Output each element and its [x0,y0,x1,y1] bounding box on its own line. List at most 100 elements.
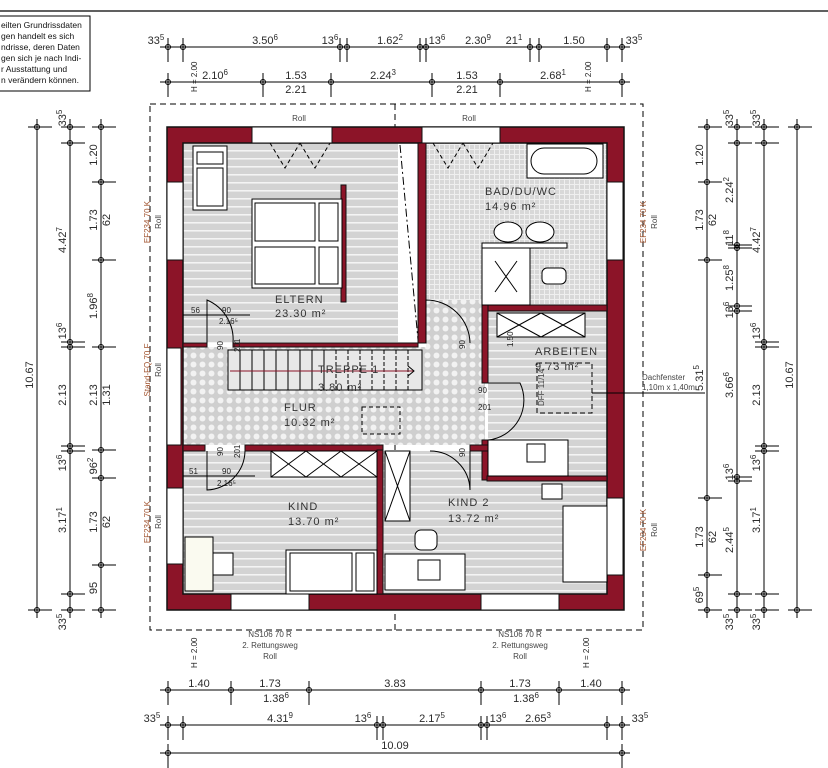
dimension-value: 2.65 [525,713,546,725]
dimension-label: 62 [101,214,113,226]
windows [166,126,624,611]
window-labels: Roll Roll EF234 70 K Roll Stand-FQ 70 F … [143,114,659,661]
dimension-label: 136 [490,711,507,725]
dimension-superscript: 7 [749,227,758,232]
dimension-value: 33 [57,114,69,126]
window-type-label: EF234 70 K [639,200,648,243]
dimension-value: 13 [751,327,763,339]
dimension-node [734,140,740,146]
dimension-superscript: 6 [284,691,289,700]
dimension-label: 1.50 [563,35,584,47]
dimension-node [67,591,73,597]
dimension-label: 695 [692,586,706,603]
dimension-label: 3.666 [722,372,736,398]
dimension-value: 1.73 [88,511,100,532]
height-marker: H = 2.00 [584,61,593,92]
window-type-label: NS106 70 R [498,630,542,639]
dimension-value: 1.38 [513,693,534,705]
dimension-superscript: 5 [722,613,731,618]
dimension-label: 10.67 [24,361,36,389]
dimension-label: 335 [749,613,763,630]
dimension-node [165,687,171,693]
dimension-node [556,687,562,693]
door-dimensions: 56 90 2.16⁵ 51 90 2.16⁵ 90 201 90 201 90… [183,306,515,488]
dimension-superscript: 5 [692,586,701,591]
dimension-label: 1.53 [285,70,306,82]
roof-outline [149,103,644,631]
window-bottom-right [480,593,560,611]
dimension-node [67,140,73,146]
dimension-node [734,124,740,130]
dimension-label: 335 [722,613,736,630]
dimension-value: 1.40 [188,678,209,690]
dimension-label: 95 [88,582,100,594]
dimension-node [704,179,710,185]
dimension-label: 4.427 [749,227,763,253]
dimension-label: 136 [749,454,763,471]
dimension-label: 2.106 [202,68,228,82]
disclaimer-line: ndrisse, deren Daten [1,42,80,52]
dimension-label: 1.386 [513,691,539,705]
dimension-label: 1.73 [88,209,100,230]
dimension-label: 118 [722,230,736,246]
dimension-value: 21 [506,35,518,47]
window-type-label: EF234 70 K [143,200,152,243]
dimension-node [484,722,490,728]
window-shade-label: Roll [154,363,163,377]
dimension-node [794,124,800,130]
dimension-node [67,124,73,130]
door-dim: 201 [478,403,492,412]
dimension-superscript: 1 [55,507,64,512]
dimension-superscript: 6 [722,301,731,306]
dimension-node [734,591,740,597]
dimension-node [734,245,740,251]
dimension-label: 1.386 [263,691,289,705]
dimension-superscript: 8 [86,293,95,298]
dimension-label: 3.171 [55,507,69,533]
dimension-label: 10.67 [784,361,796,389]
dimension-value: 95 [88,582,100,594]
dimension-value: 4.42 [751,232,763,253]
skylight [536,362,593,414]
room-labels: ELTERN 23.30 m² BAD/DU/WC 14.96 m² ARBEI… [275,186,597,528]
window-note-label: 2. Rettungsweg [492,641,548,650]
window-shade-label: Roll [650,215,659,229]
dimension-node [619,687,625,693]
dimension-label: 5.315 [692,365,706,391]
skylight-size: 1,10m x 1,40m [642,383,695,392]
dimension-value: 10.67 [784,361,796,389]
stair-void [398,143,418,343]
dimension-node [734,478,740,484]
dimension-label: 3.171 [749,507,763,533]
dimension-value: 10.09 [381,740,409,752]
dimension-value: 1.73 [88,209,100,230]
dimension-node [478,722,484,728]
dimension-superscript: 5 [692,365,701,370]
dimension-value: 62 [707,214,719,226]
dimension-value: 3.17 [751,512,763,533]
dimension-superscript: 7 [55,227,64,232]
hatch-outline [361,406,401,435]
dimension-node [604,722,610,728]
disclaimer-line: eilten Grundrissdaten [1,20,82,30]
dimension-value: 62 [707,531,719,543]
dimension-label: 3.83 [384,678,405,690]
dimension-value: 2.17 [419,713,440,725]
dimension-value: 1.73 [694,526,706,547]
dimension-label: 1.73 [88,511,100,532]
dimension-node [380,722,386,728]
dimension-superscript: 6 [534,691,539,700]
dimension-superscript: 5 [722,527,731,532]
dimension-node [260,79,266,85]
dimension-value: 13 [724,306,736,318]
dimension-node [344,44,350,50]
dimension-node [98,447,104,453]
dimension-label: 1.40 [188,678,209,690]
door-dim: 2.16⁵ [217,479,236,488]
dimension-node [619,79,625,85]
window-shade-label: Roll [292,114,306,123]
desk-kind [184,536,214,592]
dimension-superscript: 6 [749,322,758,327]
dimension-value: 1.20 [88,144,100,165]
dimension-node [228,687,234,693]
